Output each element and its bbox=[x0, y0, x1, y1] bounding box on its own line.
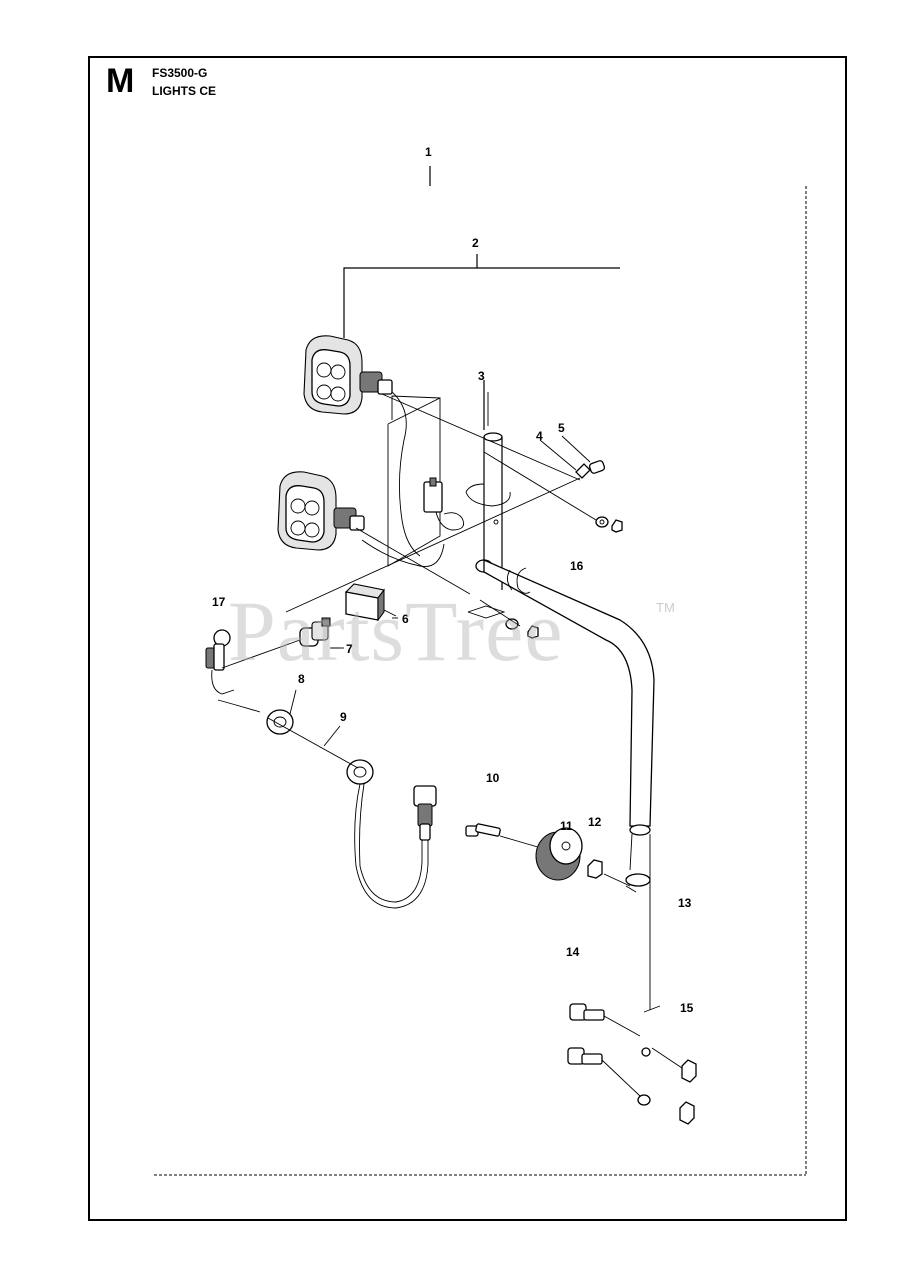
diagram-frame bbox=[88, 56, 847, 1221]
callout-5: 5 bbox=[558, 421, 565, 435]
part-11-knob bbox=[535, 827, 583, 881]
callout-2: 2 bbox=[472, 236, 479, 250]
bracket-connector bbox=[423, 477, 465, 531]
callout-8: 8 bbox=[298, 672, 305, 686]
part-10-bolt bbox=[465, 823, 549, 851]
leader-8 bbox=[289, 689, 297, 715]
partstree-watermark: PartsTree bbox=[228, 583, 564, 679]
callout-7: 7 bbox=[346, 642, 353, 656]
callout-1: 1 bbox=[425, 145, 432, 159]
part-3-sleeve bbox=[465, 380, 511, 590]
section-letter: M bbox=[106, 62, 135, 100]
small-clip-bracket bbox=[467, 599, 539, 639]
part-7-switch bbox=[299, 617, 344, 649]
lamp-bracket-frame bbox=[285, 391, 581, 613]
callout-14: 14 bbox=[566, 945, 580, 959]
model-number: FS3500-G bbox=[152, 66, 208, 80]
callout-13: 13 bbox=[678, 896, 692, 910]
plug-connector bbox=[413, 785, 437, 841]
callout-11: 11 bbox=[560, 819, 573, 833]
leader-2-bracket bbox=[343, 267, 620, 338]
upper-work-lamp bbox=[303, 335, 393, 415]
lower-work-lamp bbox=[277, 471, 365, 551]
leader-9 bbox=[323, 725, 341, 747]
part-16-washer-nut bbox=[483, 451, 623, 533]
callout-12: 12 bbox=[588, 815, 602, 829]
mounting-tube bbox=[475, 559, 655, 1010]
part-8-9-grommet-cable bbox=[266, 709, 429, 909]
part-6-fuse-box bbox=[344, 583, 397, 622]
callout-3: 3 bbox=[478, 369, 485, 383]
part-12-nut bbox=[587, 859, 631, 887]
part-14-15-bolts-nuts bbox=[567, 1003, 697, 1125]
callout-9: 9 bbox=[340, 710, 347, 724]
callout-4: 4 bbox=[536, 429, 543, 443]
callout-16: 16 bbox=[570, 559, 584, 573]
diagram-title: LIGHTS CE bbox=[152, 84, 217, 98]
part-4-5-washer-bolt bbox=[539, 435, 606, 479]
callout-6: 6 bbox=[402, 612, 409, 626]
callout-17: 17 bbox=[212, 595, 226, 609]
part-17-switch-harness bbox=[205, 629, 301, 713]
callout-15: 15 bbox=[680, 1001, 694, 1015]
callout-10: 10 bbox=[486, 771, 500, 785]
trademark-symbol: TM bbox=[656, 600, 675, 615]
